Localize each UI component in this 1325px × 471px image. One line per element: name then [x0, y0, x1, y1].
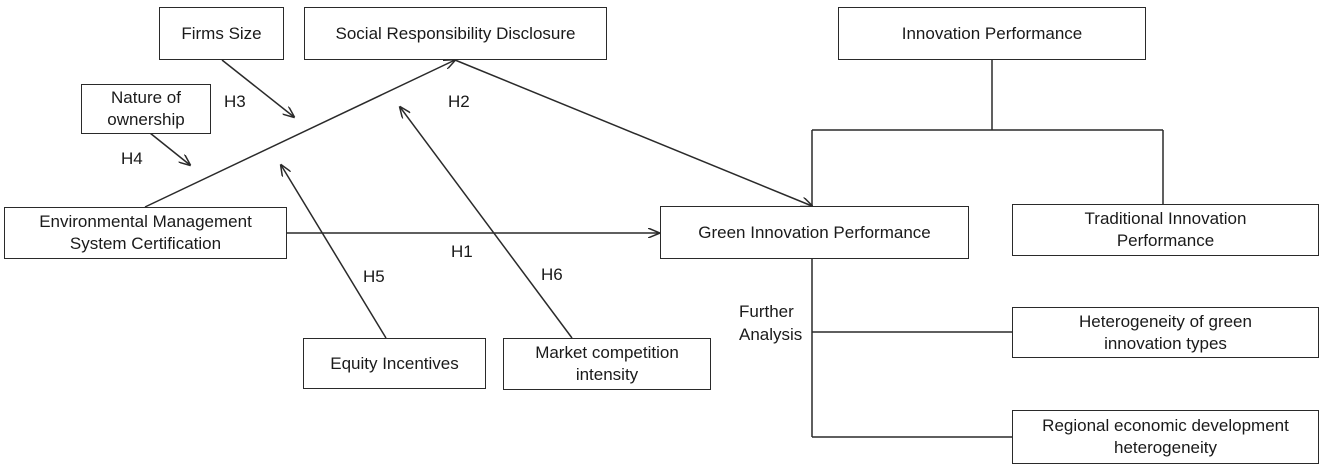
label-h1: H1 [451, 242, 473, 261]
traditional-innovation-box: Traditional Innovation Performance [1012, 204, 1319, 256]
firms-size-box: Firms Size [159, 7, 284, 60]
arrow-h6 [400, 107, 573, 339]
heterogeneity-green-box: Heterogeneity of green innovation types [1012, 307, 1319, 358]
green-innovation-box: Green Innovation Performance [660, 206, 969, 259]
arrow-ems-to-srd [144, 60, 455, 208]
label-h3: H3 [224, 92, 246, 111]
innovation-performance-box: Innovation Performance [838, 7, 1146, 60]
nature-ownership-box: Nature of ownership [81, 84, 211, 134]
regional-heterogeneity-box: Regional economic development heterogene… [1012, 410, 1319, 464]
arrow-h5 [281, 165, 387, 339]
label-h6: H6 [541, 265, 563, 284]
label-h4: H4 [121, 149, 143, 168]
arrow-h4 [149, 132, 190, 165]
label-h2: H2 [448, 92, 470, 111]
label-h5: H5 [363, 267, 385, 286]
social-responsibility-box: Social Responsibility Disclosure [304, 7, 607, 60]
arrow-h2 [454, 59, 812, 206]
label-further-analysis: Further Analysis [739, 302, 803, 344]
market-competition-box: Market competition intensity [503, 338, 711, 390]
arrow-h3 [221, 59, 294, 117]
ems-certification-box: Environmental Management System Certific… [4, 207, 287, 259]
equity-incentives-box: Equity Incentives [303, 338, 486, 389]
